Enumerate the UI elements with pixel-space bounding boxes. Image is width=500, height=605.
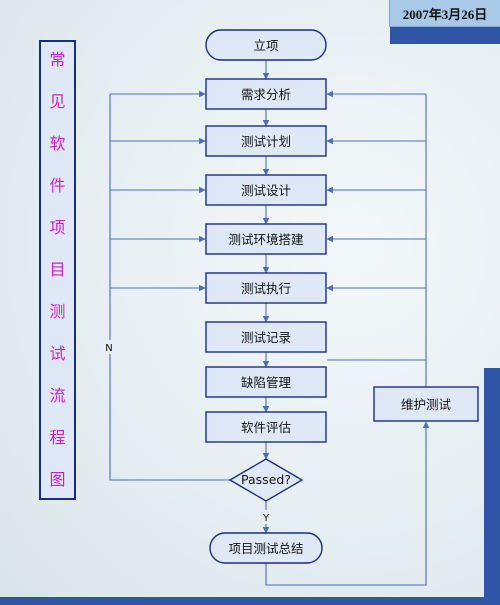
node-record: 测试记录 xyxy=(205,321,327,353)
node-req-label: 需求分析 xyxy=(241,87,291,102)
node-plan-label: 测试计划 xyxy=(241,134,291,149)
vertical-title: 常 见 软 件 项 目 测 试 流 程 图 xyxy=(39,40,76,500)
decorative-band-right xyxy=(484,368,500,605)
edge-no-loop-trunk xyxy=(109,94,230,481)
node-maint: 维护测试 xyxy=(373,386,479,422)
node-plan: 测试计划 xyxy=(205,125,327,157)
decorative-band-bottom xyxy=(0,597,500,605)
node-env-label: 测试环境搭建 xyxy=(228,232,304,247)
title-char: 软 xyxy=(49,134,66,153)
title-char: 件 xyxy=(49,176,66,195)
title-char: 流 xyxy=(49,386,66,405)
title-char: 常 xyxy=(49,50,66,69)
node-start-label: 立项 xyxy=(253,38,278,53)
node-exec: 测试执行 xyxy=(205,272,327,304)
edge-label-yes: Y xyxy=(262,513,270,524)
edge-label-no: N xyxy=(105,343,112,354)
title-char: 测 xyxy=(49,302,66,321)
node-defect: 缺陷管理 xyxy=(205,366,327,398)
edge-summary-to-maint xyxy=(265,421,430,586)
node-env: 测试环境搭建 xyxy=(205,223,327,255)
node-design: 测试设计 xyxy=(205,174,327,206)
node-record-label: 测试记录 xyxy=(241,330,291,345)
node-defect-label: 缺陷管理 xyxy=(241,375,292,390)
title-char: 见 xyxy=(49,92,66,111)
node-eval-label: 软件评估 xyxy=(241,420,291,435)
node-exec-label: 测试执行 xyxy=(241,281,291,296)
node-decision-label: Passed? xyxy=(241,472,291,487)
node-eval: 软件评估 xyxy=(205,411,327,443)
title-char: 试 xyxy=(49,344,66,363)
title-char: 程 xyxy=(49,428,66,447)
title-char: 目 xyxy=(49,260,66,279)
node-req: 需求分析 xyxy=(205,78,327,110)
title-char: 图 xyxy=(49,470,66,489)
date-box-shadow xyxy=(390,26,500,44)
node-summary-label: 项目测试总结 xyxy=(228,541,303,556)
node-design-label: 测试设计 xyxy=(241,183,291,198)
date-label: 2007年3月26日 xyxy=(389,0,500,27)
title-char: 项 xyxy=(49,218,66,237)
node-start: 立项 xyxy=(205,29,327,61)
node-decision: Passed? xyxy=(228,458,304,502)
node-maint-label: 维护测试 xyxy=(401,397,452,412)
node-summary: 项目测试总结 xyxy=(209,532,323,564)
